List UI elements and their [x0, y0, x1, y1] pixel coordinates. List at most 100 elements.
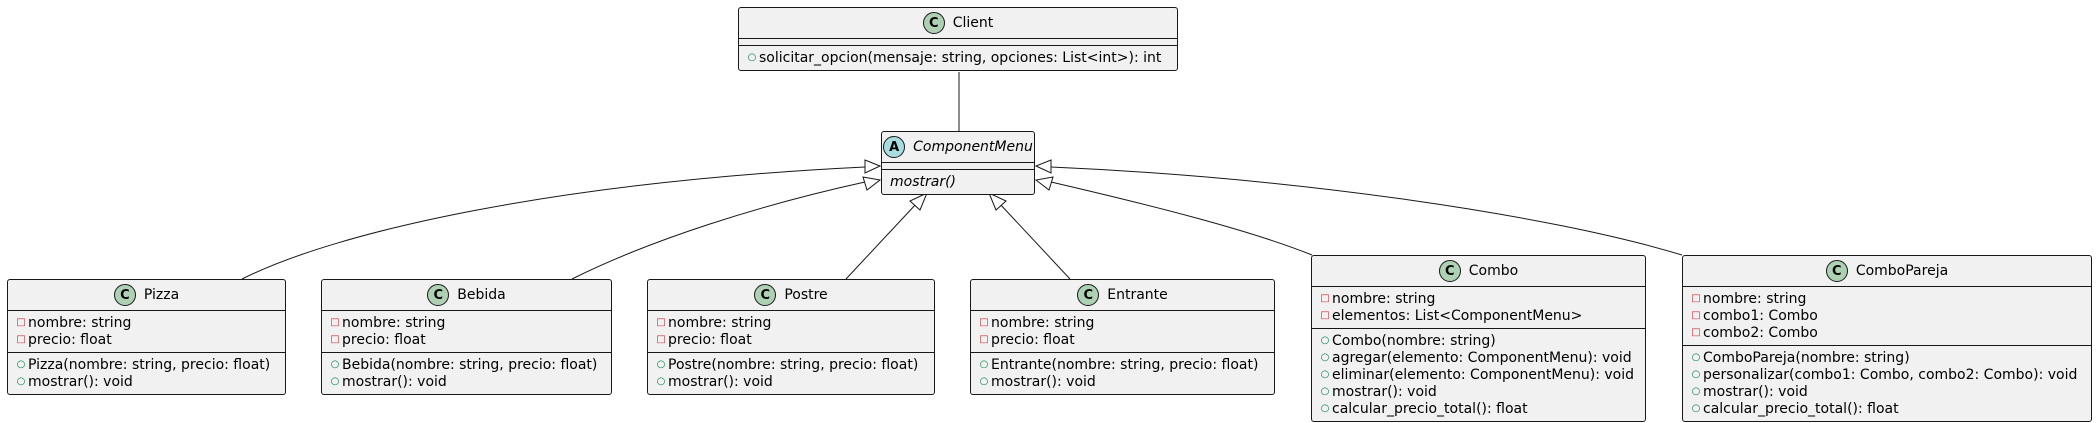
class-header: C Combo [1312, 256, 1645, 286]
attributes-section [882, 162, 1034, 169]
class-postre[interactable]: C Postre □nombre: string □precio: float … [647, 279, 935, 395]
attribute-text: nombre: string [668, 314, 772, 331]
method-text: Postre(nombre: string, precio: float) [668, 356, 919, 373]
attribute-row: □nombre: string [328, 314, 605, 331]
method-row: ○mostrar(): void [14, 373, 279, 390]
attribute-text: nombre: string [342, 314, 446, 331]
attribute-text: elementos: List<ComponentMenu> [1332, 307, 1583, 324]
public-icon: ○ [1691, 351, 1701, 363]
method-row: ○Combo(nombre: string) [1318, 332, 1639, 349]
method-row: ○agregar(elemento: ComponentMenu): void [1318, 349, 1639, 366]
edge-bebida-component [571, 181, 866, 280]
inheritance-arrow-combopareja [1034, 159, 1052, 174]
private-icon: □ [330, 316, 340, 328]
attribute-text: nombre: string [28, 314, 132, 331]
class-name: Bebida [457, 287, 506, 303]
method-text: mostrar(): void [1332, 383, 1437, 400]
methods-section: ○ComboPareja(nombre: string) ○personaliz… [1683, 345, 2091, 421]
methods-section: ○Bebida(nombre: string, precio: float) ○… [322, 352, 611, 394]
public-icon: ○ [747, 51, 757, 63]
inheritance-arrow-combo [1034, 176, 1054, 191]
method-text: Entrante(nombre: string, precio: float) [991, 356, 1259, 373]
method-row: mostrar() [888, 173, 1028, 190]
class-stereotype-icon: C [922, 12, 945, 34]
public-icon: ○ [1320, 385, 1330, 397]
private-icon: □ [1320, 292, 1330, 304]
attribute-text: nombre: string [991, 314, 1095, 331]
attributes-section: □nombre: string □precio: float [8, 310, 285, 352]
attributes-section [739, 38, 1177, 45]
abstract-stereotype-icon: A [883, 136, 906, 158]
private-icon: □ [1691, 326, 1701, 338]
private-icon: □ [1691, 309, 1701, 321]
inheritance-arrow-bebida [862, 176, 882, 191]
methods-section: ○Combo(nombre: string) ○agregar(elemento… [1312, 328, 1645, 421]
class-combo-pareja[interactable]: C ComboPareja □nombre: string □combo1: C… [1682, 255, 2092, 422]
method-text: mostrar() [890, 173, 957, 190]
class-header: A ComponentMenu [882, 132, 1034, 162]
class-name: ComponentMenu [913, 139, 1033, 155]
inheritance-arrow-postre [909, 191, 928, 211]
class-entrante[interactable]: C Entrante □nombre: string □precio: floa… [970, 279, 1275, 395]
public-icon: ○ [1691, 385, 1701, 397]
attribute-row: □nombre: string [1689, 290, 2085, 307]
class-header: C Pizza [8, 280, 285, 310]
inheritance-arrow-pizza [864, 159, 882, 174]
method-text: Pizza(nombre: string, precio: float) [28, 356, 271, 373]
attribute-text: nombre: string [1703, 290, 1807, 307]
methods-section: mostrar() [882, 169, 1034, 194]
method-text: eliminar(elemento: ComponentMenu): void [1332, 366, 1635, 383]
method-text: mostrar(): void [668, 373, 773, 390]
attributes-section: □nombre: string □precio: float [971, 310, 1274, 352]
method-text: Combo(nombre: string) [1332, 332, 1496, 349]
public-icon: ○ [1320, 334, 1330, 346]
public-icon: ○ [1691, 368, 1701, 380]
class-name: Client [952, 15, 994, 31]
method-text: calcular_precio_total(): float [1332, 400, 1528, 417]
attribute-row: □nombre: string [977, 314, 1268, 331]
private-icon: □ [1320, 309, 1330, 321]
class-header: C Entrante [971, 280, 1274, 310]
attribute-row: □nombre: string [654, 314, 928, 331]
method-row: ○personalizar(combo1: Combo, combo2: Com… [1689, 366, 2085, 383]
public-icon: ○ [979, 375, 989, 387]
attributes-section: □nombre: string □precio: float [322, 310, 611, 352]
attribute-row: □elementos: List<ComponentMenu> [1318, 307, 1639, 324]
class-stereotype-icon: C [1825, 260, 1848, 282]
attribute-text: precio: float [28, 331, 112, 348]
public-icon: ○ [656, 375, 666, 387]
attribute-row: □precio: float [14, 331, 279, 348]
methods-section: ○Pizza(nombre: string, precio: float) ○m… [8, 352, 285, 394]
method-row: ○mostrar(): void [977, 373, 1268, 390]
attributes-section: □nombre: string □elementos: List<Compone… [1312, 286, 1645, 328]
class-component-menu[interactable]: A ComponentMenu mostrar() [881, 131, 1035, 195]
method-row: ○Postre(nombre: string, precio: float) [654, 356, 928, 373]
method-row: ○calcular_precio_total(): float [1318, 400, 1639, 417]
public-icon: ○ [1320, 368, 1330, 380]
method-row: ○Bebida(nombre: string, precio: float) [328, 356, 605, 373]
private-icon: □ [979, 316, 989, 328]
private-icon: □ [16, 333, 26, 345]
class-name: Postre [784, 287, 828, 303]
class-client[interactable]: C Client ○solicitar_opcion(mensaje: stri… [738, 7, 1178, 71]
edge-entrante-component [998, 202, 1071, 280]
class-name: ComboPareja [1855, 263, 1949, 279]
class-stereotype-icon: C [113, 284, 136, 306]
attribute-row: □nombre: string [1318, 290, 1639, 307]
method-text: mostrar(): void [1703, 383, 1808, 400]
method-row: ○calcular_precio_total(): float [1689, 400, 2085, 417]
attribute-row: □combo1: Combo [1689, 307, 2085, 324]
class-combo[interactable]: C Combo □nombre: string □elementos: List… [1311, 255, 1646, 422]
class-stereotype-icon: C [754, 284, 777, 306]
class-bebida[interactable]: C Bebida □nombre: string □precio: float … [321, 279, 612, 395]
class-name: Entrante [1107, 287, 1168, 303]
attribute-row: □nombre: string [14, 314, 279, 331]
method-text: calcular_precio_total(): float [1703, 400, 1899, 417]
methods-section: ○Postre(nombre: string, precio: float) ○… [648, 352, 934, 394]
methods-section: ○Entrante(nombre: string, precio: float)… [971, 352, 1274, 394]
method-row: ○ComboPareja(nombre: string) [1689, 349, 2085, 366]
class-pizza[interactable]: C Pizza □nombre: string □precio: float ○… [7, 279, 286, 395]
private-icon: □ [16, 316, 26, 328]
method-row: ○mostrar(): void [1689, 383, 2085, 400]
